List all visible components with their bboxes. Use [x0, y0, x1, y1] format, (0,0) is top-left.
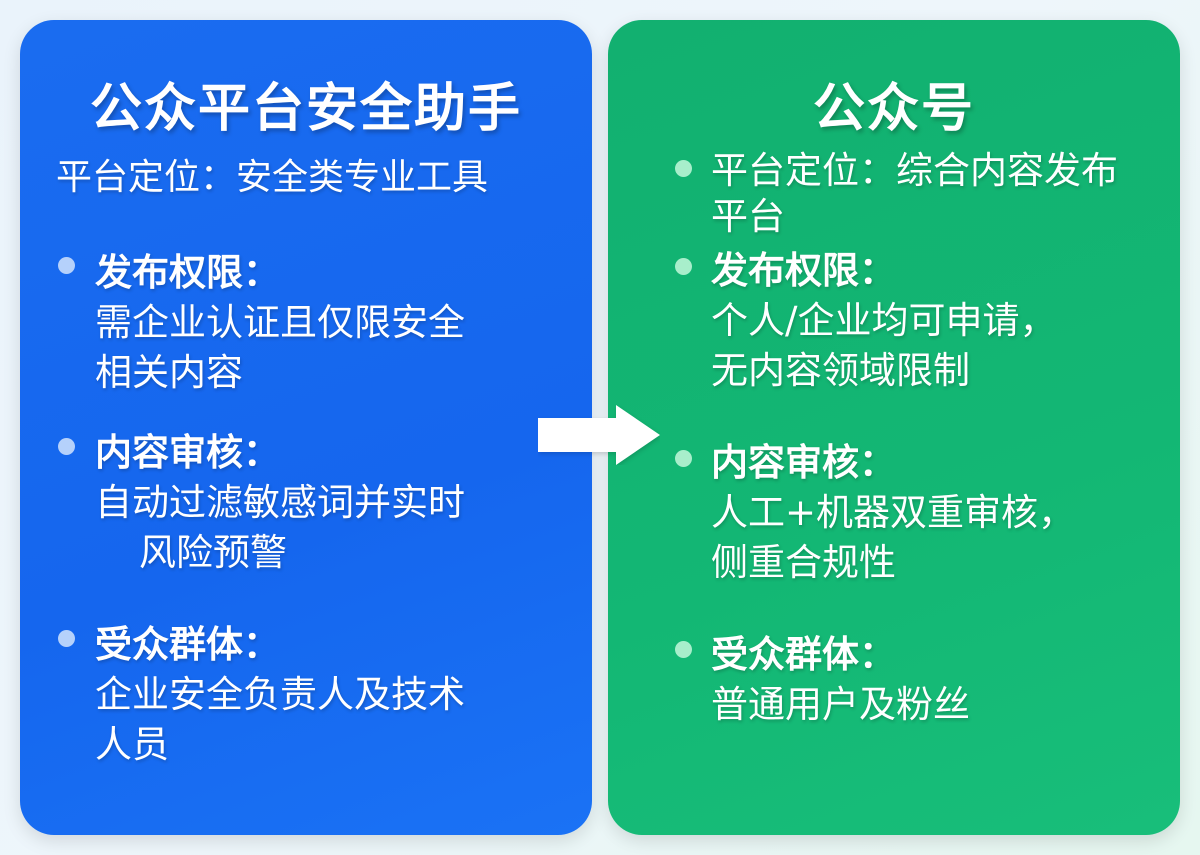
bullet-icon	[58, 438, 75, 455]
platform-positioning: 平台定位：安全类专业工具	[56, 157, 489, 198]
item-audience: 受众群体： 普通用户及粉丝	[711, 630, 970, 730]
card-title: 公众平台安全助手	[89, 79, 522, 139]
bullet-icon	[675, 160, 692, 177]
bullet-icon	[675, 258, 692, 275]
item-content-review: 内容审核： 自动过滤敏感词并实时 风险预警	[95, 428, 465, 578]
item-line: 自动过滤敏感词并实时	[95, 481, 465, 524]
item-label: 受众群体：	[95, 623, 280, 666]
bullet-icon	[675, 450, 692, 467]
item-platform-positioning: 平台定位：综合内容发布 平台	[711, 148, 1118, 240]
item-line: 普通用户及粉丝	[711, 683, 970, 726]
item-line: 企业安全负责人及技术	[95, 673, 465, 716]
item-label: 平台定位：综合内容发布	[711, 149, 1118, 192]
bullet-icon	[58, 630, 75, 647]
arrow-right-icon	[538, 405, 660, 465]
card-title: 公众号	[812, 79, 975, 139]
card-security-assistant: 公众平台安全助手 平台定位：安全类专业工具 发布权限： 需企业认证且仅限安全 相…	[20, 20, 592, 835]
bullet-icon	[58, 257, 75, 274]
item-line: 人工+机器双重审核，	[711, 491, 1076, 534]
item-line: 侧重合规性	[711, 541, 896, 584]
item-label: 发布权限：	[711, 249, 896, 292]
item-line: 无内容领域限制	[711, 349, 970, 392]
item-publish-permission: 发布权限： 个人/企业均可申请， 无内容领域限制	[711, 246, 1056, 396]
item-line: 相关内容	[95, 351, 243, 394]
item-audience: 受众群体： 企业安全负责人及技术 人员	[95, 620, 465, 770]
item-label: 发布权限：	[95, 251, 280, 294]
item-line: 需企业认证且仅限安全	[95, 301, 465, 344]
item-line: 个人/企业均可申请，	[711, 299, 1057, 342]
item-label: 内容审核：	[711, 441, 896, 484]
bullet-icon	[675, 641, 692, 658]
card-official-account: 公众号 平台定位：综合内容发布 平台 发布权限： 个人/企业均可申请， 无内容领…	[608, 20, 1180, 835]
item-label: 内容审核：	[95, 431, 280, 474]
item-line: 风险预警	[139, 531, 287, 574]
item-line: 平台	[711, 195, 785, 238]
item-content-review: 内容审核： 人工+机器双重审核， 侧重合规性	[711, 438, 1075, 588]
item-line: 人员	[95, 723, 169, 766]
item-label: 受众群体：	[711, 633, 896, 676]
item-publish-permission: 发布权限： 需企业认证且仅限安全 相关内容	[95, 248, 465, 398]
